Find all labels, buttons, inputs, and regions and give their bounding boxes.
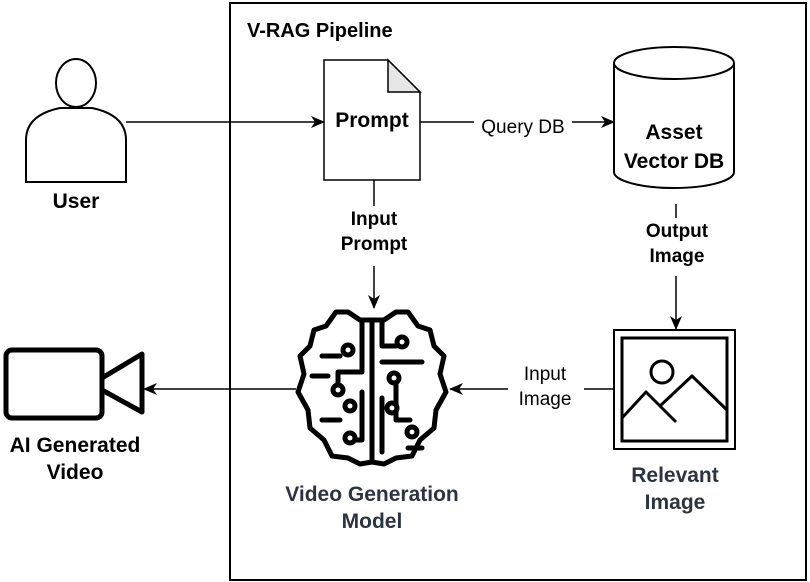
ai-video-label: AI Generated Video [9, 434, 141, 485]
input-image-label: Input Image [518, 364, 572, 410]
image-icon [613, 329, 736, 450]
input-prompt-label: Input Prompt [340, 209, 408, 255]
pipeline-container [229, 2, 807, 581]
database-icon [613, 46, 735, 189]
model-label: Video Generation Model [285, 483, 459, 534]
user-icon [25, 58, 127, 183]
user-label: User [52, 190, 100, 213]
output-image-label: Output Image [645, 221, 709, 267]
relevant-image-label: Relevant Image [631, 464, 719, 515]
prompt-label: Prompt [335, 109, 409, 132]
query-db-label: Query DB [481, 117, 565, 138]
asset-db-label: Asset Vector DB [623, 121, 725, 174]
pipeline-title: V-RAG Pipeline [247, 20, 393, 42]
document-icon [323, 58, 422, 181]
brain-circuit-icon [295, 309, 449, 467]
video-camera-icon [3, 347, 145, 421]
